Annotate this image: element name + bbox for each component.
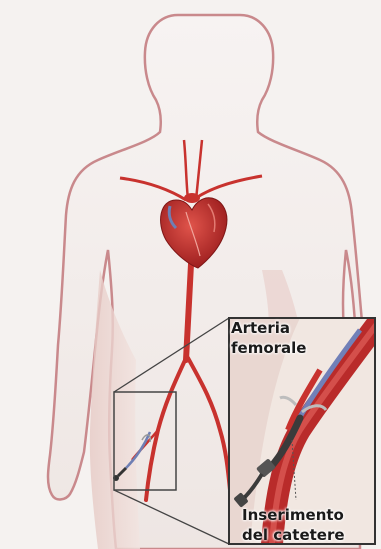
label-catheter-insertion-line1: Inserimento — [242, 505, 345, 525]
label-femoral-artery-line2: femorale — [231, 338, 306, 358]
label-femoral-artery-line1: Arteria — [231, 318, 306, 338]
label-catheter-insertion-line2: del catetere — [242, 525, 345, 545]
label-femoral-artery: Arteria femorale — [231, 318, 306, 358]
label-catheter-insertion: Inserimento del catetere — [242, 505, 345, 545]
